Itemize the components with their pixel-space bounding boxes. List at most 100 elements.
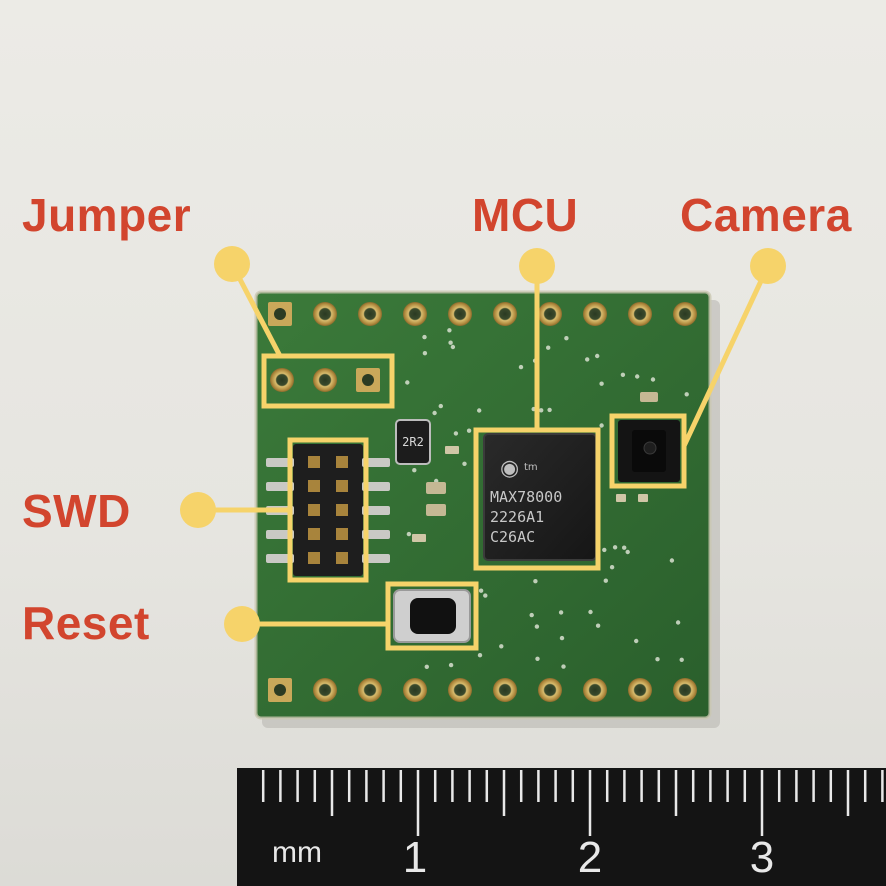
swd-lead (266, 554, 294, 563)
maxim-logo-icon: ◉ (500, 456, 519, 481)
camera-marker-dot (750, 248, 786, 284)
pad (583, 302, 607, 326)
reset-label: Reset (22, 597, 150, 649)
chip-date-code: 2226A1 (490, 508, 544, 526)
inductor-marking: 2R2 (402, 435, 424, 449)
via (447, 328, 452, 333)
via (585, 357, 590, 362)
via (448, 662, 454, 668)
via (453, 431, 459, 436)
via (405, 380, 410, 385)
swd-pin (336, 456, 348, 468)
jumper-pad-hole (362, 374, 374, 386)
via (477, 408, 482, 413)
via (533, 579, 538, 584)
swd-pin (336, 552, 348, 564)
via (602, 547, 607, 553)
pad (313, 678, 337, 702)
pad (358, 302, 382, 326)
via (675, 620, 681, 625)
pcb-vias (399, 328, 689, 669)
passive-components (412, 392, 658, 542)
via (448, 340, 453, 345)
ruler-number-1: 1 (403, 833, 427, 882)
pad (583, 678, 607, 702)
pad (673, 678, 697, 702)
jumper-marker-dot (214, 246, 250, 282)
via (620, 372, 626, 377)
ruler-unit: mm (272, 836, 322, 869)
pad (403, 302, 427, 326)
jumper-label: Jumper (22, 189, 192, 241)
swd-connector (266, 444, 390, 576)
jumper-pad (270, 368, 294, 392)
via (547, 407, 552, 413)
top-header-pads (268, 302, 697, 326)
via (595, 353, 600, 359)
swd-lead (362, 554, 390, 563)
pad (493, 302, 517, 326)
swd-pin (336, 504, 348, 516)
pad (448, 302, 472, 326)
swd-pin (308, 528, 320, 540)
pad (358, 678, 382, 702)
via (599, 381, 604, 386)
camera-label: Camera (680, 189, 852, 241)
via (546, 345, 551, 350)
via (483, 593, 488, 598)
swd-pin (336, 528, 348, 540)
via (477, 653, 483, 658)
via (412, 468, 417, 473)
mcu-marker-dot (519, 248, 555, 284)
via (432, 410, 437, 416)
reset-marker-dot (224, 606, 260, 642)
pad (448, 678, 472, 702)
camera-module (618, 420, 680, 482)
pad (628, 302, 652, 326)
pad-hole (274, 308, 286, 320)
swd-lead (362, 506, 390, 515)
swd-pin (308, 456, 320, 468)
via (499, 644, 504, 649)
via (622, 545, 627, 550)
via (534, 624, 540, 629)
swd-pin (308, 480, 320, 492)
via (650, 377, 656, 382)
pad (403, 678, 427, 702)
via (558, 610, 564, 615)
swd-lead (266, 482, 294, 491)
via (422, 334, 427, 340)
via (599, 423, 604, 428)
via (478, 588, 484, 593)
ruler-number-2: 2 (578, 833, 602, 882)
ruler-number-3: 3 (750, 833, 774, 882)
via (422, 351, 428, 356)
camera-leader-line (681, 264, 771, 448)
reset-button-component (393, 589, 471, 643)
via (588, 609, 593, 615)
swd-lead (362, 458, 390, 467)
mcu-label: MCU (472, 189, 579, 241)
swd-pin (308, 504, 320, 516)
via (539, 408, 544, 413)
via (561, 664, 566, 669)
annotations (180, 246, 786, 651)
ruler-ticks (261, 770, 884, 836)
pad (628, 678, 652, 702)
via (450, 344, 456, 350)
pad (538, 678, 562, 702)
swd-lead (266, 530, 294, 539)
pad (673, 302, 697, 326)
reset-highlight-box (385, 581, 479, 651)
swd-pin (336, 480, 348, 492)
metric-ruler: mm 1 2 3 (237, 768, 886, 886)
inductor: 2R2 (395, 419, 431, 465)
via (595, 623, 601, 628)
swd-label: SWD (22, 485, 131, 537)
jumper-highlight-box (261, 353, 395, 409)
via (612, 545, 618, 550)
via (535, 656, 540, 661)
pad-hole (274, 684, 286, 696)
via (635, 374, 640, 379)
via (603, 578, 608, 583)
